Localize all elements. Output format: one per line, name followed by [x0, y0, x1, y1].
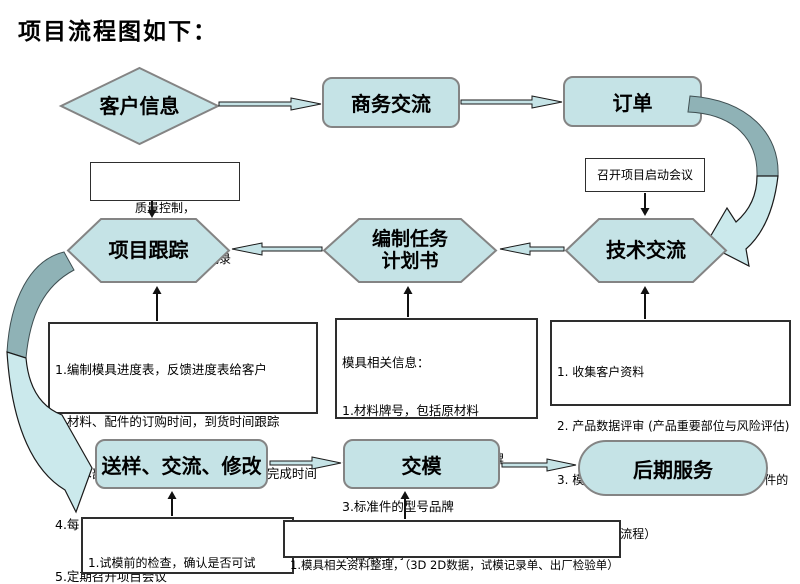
note-tech-review-details: 1. 收集客户资料 2. 产品数据评审 (产品重要部位与风险评估) 3. 模具数…	[550, 320, 791, 541]
node-label: 商务交流	[351, 92, 431, 116]
connector-delivery-to-service	[501, 458, 577, 472]
node-label: 编制任务 计划书	[371, 227, 448, 272]
node-sample-communication: 送样、交流、修改	[95, 439, 268, 489]
curved-arrow-order-to-tech	[687, 95, 779, 268]
connector-customer-to-business	[218, 97, 322, 111]
arrow-trackingnote-to-tracking	[152, 286, 162, 321]
connector-plan-to-tracking	[231, 242, 323, 256]
diamond-shape-icon	[58, 66, 221, 146]
node-label: 交模	[401, 453, 442, 478]
note-kickoff-meeting: 召开项目启动会议	[585, 158, 705, 192]
connector-sample-to-delivery	[269, 456, 342, 470]
node-label: 订单	[612, 91, 653, 115]
curved-arrow-tracking-to-sample	[6, 251, 93, 514]
node-customer-info: 客户信息	[58, 66, 221, 146]
note-trial-details: 1.试模前的检查，确认是否可试 2.试模跟踪 3.模具整改报告	[81, 517, 294, 574]
node-tech-communication: 技术交流	[564, 218, 728, 283]
node-after-service: 后期服务	[578, 440, 768, 496]
arrow-deliverynote-to-delivery	[400, 491, 410, 519]
node-task-plan: 编制任务 计划书	[322, 218, 498, 283]
node-label: 后期服务	[633, 457, 713, 482]
node-order: 订单	[563, 76, 702, 127]
node-label: 客户信息	[99, 93, 180, 118]
arrow-trialnote-to-sample	[167, 491, 177, 516]
node-mold-delivery: 交模	[343, 439, 500, 489]
note-quality-control: 质量控制， 出错情况处理方案、记录	[90, 162, 240, 266]
page-title: 项目流程图如下：	[18, 19, 218, 45]
arrow-quality-to-tracking	[147, 201, 157, 218]
hexagon-shape-icon	[66, 218, 231, 283]
hexagon-shape-icon	[322, 218, 498, 283]
node-label: 技术交流	[606, 238, 686, 262]
node-project-tracking: 项目跟踪	[66, 218, 231, 283]
node-business-communication: 商务交流	[322, 77, 460, 128]
arrow-moldinfo-to-plan	[403, 286, 413, 317]
note-delivery-details: 1.模具相关资料整理，（3D 2D数据，试模记录单、出厂检验单） 2.模具出厂检…	[283, 520, 621, 572]
connector-business-to-order	[460, 95, 563, 109]
node-label: 送样、交流、修改	[101, 453, 262, 478]
arrow-techreview-to-tech	[640, 286, 650, 319]
hexagon-shape-icon	[564, 218, 728, 283]
note-mold-info: 模具相关信息： 1.材料牌号，包括原材料 2.收缩率、适用机器型号品牌 3.标准…	[335, 318, 538, 562]
connector-tech-to-plan	[499, 242, 565, 256]
arrow-kickoff-to-tech	[640, 193, 650, 216]
node-label: 项目跟踪	[108, 238, 189, 262]
